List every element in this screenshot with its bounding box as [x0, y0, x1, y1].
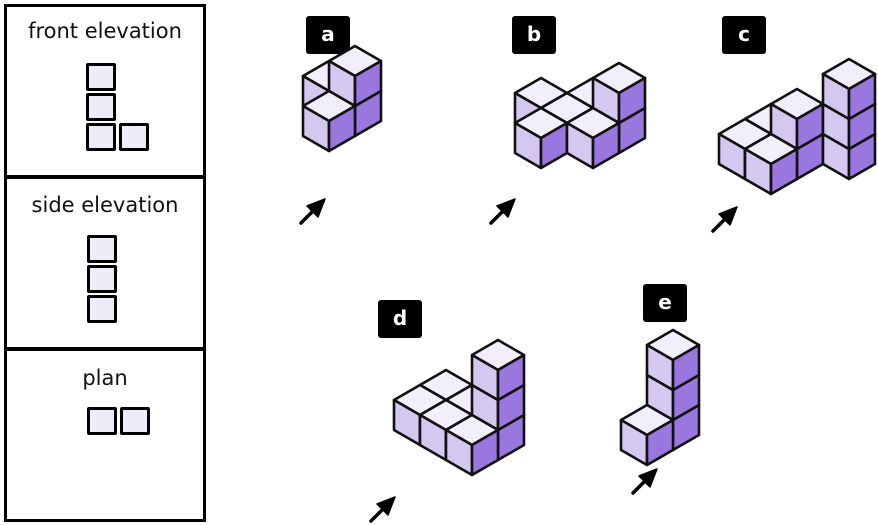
- view-cell: [86, 63, 116, 91]
- view-cell: [120, 407, 150, 435]
- plan-panel: plan: [4, 348, 206, 522]
- arrow-shaft: [369, 506, 386, 523]
- view-cell: [87, 265, 117, 293]
- cube: [645, 328, 701, 392]
- arrow-head: [496, 198, 516, 218]
- figure-label-e: e: [643, 284, 687, 322]
- cube-right-face: [470, 428, 500, 477]
- cube: [743, 132, 799, 196]
- arrow-shaft: [711, 216, 728, 233]
- arrow-shaft: [631, 478, 648, 495]
- cube-right-face: [671, 343, 701, 392]
- cube-right-face: [353, 59, 383, 108]
- figure-label-d: d: [378, 300, 422, 338]
- cube: [821, 57, 877, 121]
- arrow-shaft: [489, 208, 506, 225]
- cube-drawing-e: [619, 328, 701, 467]
- plan-title: plan: [82, 366, 128, 390]
- cube-drawing-b: [513, 61, 647, 170]
- cube-right-face: [327, 104, 357, 153]
- cube: [619, 403, 675, 467]
- cube-drawing-a: [301, 44, 383, 153]
- cube: [444, 413, 500, 477]
- arrow-icon: [631, 468, 658, 495]
- cube: [301, 89, 357, 153]
- arrow-head: [638, 468, 658, 488]
- arrow-head: [306, 198, 326, 218]
- cube-right-face: [496, 353, 526, 402]
- cube-right-face: [769, 147, 799, 196]
- figure-label-b: b: [512, 16, 556, 54]
- cube-drawing-c: [717, 57, 877, 196]
- front-elevation-title: front elevation: [28, 19, 182, 43]
- arrow-icon: [711, 206, 738, 233]
- view-cell: [87, 295, 117, 323]
- cube: [327, 44, 383, 108]
- cube: [769, 87, 825, 151]
- cube-right-face: [645, 418, 675, 467]
- view-cell: [86, 123, 116, 151]
- cube-right-face: [617, 76, 647, 125]
- arrow-icon: [299, 198, 326, 225]
- view-cell: [87, 407, 117, 435]
- cube-right-face: [591, 121, 621, 170]
- cube-right-face: [847, 72, 877, 121]
- front-elevation-panel: front elevation: [4, 4, 206, 178]
- arrow-head: [718, 206, 738, 226]
- view-cell: [119, 123, 149, 151]
- figure-label-a: a: [306, 16, 350, 54]
- cube: [565, 106, 621, 170]
- figure-label-c: c: [722, 16, 766, 54]
- arrow-icon: [489, 198, 516, 225]
- arrow-head: [376, 496, 396, 516]
- view-cell: [86, 93, 116, 121]
- side-elevation-panel: side elevation: [4, 176, 206, 350]
- side-elevation-title: side elevation: [31, 193, 179, 217]
- cube: [470, 338, 526, 402]
- view-cell: [87, 235, 117, 263]
- arrow-icon: [369, 496, 396, 523]
- cube-drawing-d: [392, 338, 526, 477]
- cube: [513, 106, 569, 170]
- arrow-shaft: [299, 208, 316, 225]
